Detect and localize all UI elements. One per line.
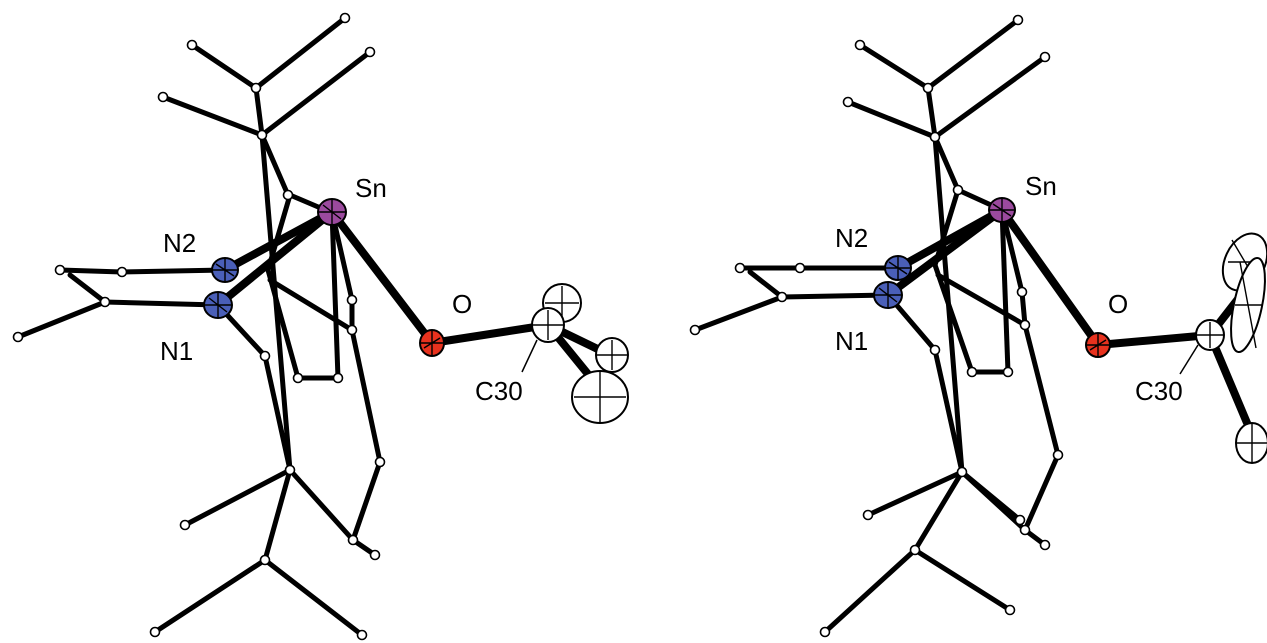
atom-label-n1: N1 <box>835 326 868 356</box>
c-ellipsoid-icon <box>571 370 629 424</box>
atom-label-o: O <box>1108 289 1128 319</box>
n-ellipsoid-icon <box>203 291 233 319</box>
sn-ellipsoid-icon <box>988 197 1016 223</box>
right-bonds <box>692 17 1254 635</box>
atom-label-n2: N2 <box>835 223 868 253</box>
c-ellipsoid-icon <box>531 307 565 343</box>
right-ellipsoids <box>873 197 1267 464</box>
atom-label-o: O <box>452 289 472 319</box>
n-ellipsoid-icon <box>884 255 912 281</box>
left-molecule: Sn N2 N1 O C30 <box>12 12 629 641</box>
label-leader-line <box>1179 344 1199 375</box>
c-ellipsoid-icon <box>1235 422 1267 464</box>
atom-label-c30: C30 <box>1135 376 1183 406</box>
sn-ellipsoid-icon <box>317 198 347 226</box>
right-labels: Sn N2 N1 O C30 <box>835 171 1199 406</box>
o-ellipsoid-icon <box>1085 332 1111 358</box>
left-bonds <box>15 15 614 638</box>
atom-label-n2: N2 <box>163 228 196 258</box>
right-molecule: Sn N2 N1 O C30 <box>689 14 1267 638</box>
n-ellipsoid-icon <box>873 281 903 309</box>
left-labels: Sn N2 N1 O C30 <box>160 173 538 406</box>
atom-label-sn: Sn <box>1025 171 1057 201</box>
label-leader-line <box>521 339 538 373</box>
atom-label-c30: C30 <box>475 376 523 406</box>
left-hydrogen-atoms <box>12 12 386 641</box>
c-ellipsoid-icon <box>1195 319 1225 351</box>
left-ellipsoids <box>203 198 629 424</box>
right-hydrogen-atoms <box>689 14 1064 638</box>
atom-label-n1: N1 <box>160 336 193 366</box>
o-ellipsoid-icon <box>419 329 445 357</box>
atom-label-sn: Sn <box>355 173 387 203</box>
n-ellipsoid-icon <box>211 257 239 283</box>
c-ellipsoid-icon <box>595 337 629 373</box>
c-ellipsoid-icon <box>1230 256 1266 354</box>
